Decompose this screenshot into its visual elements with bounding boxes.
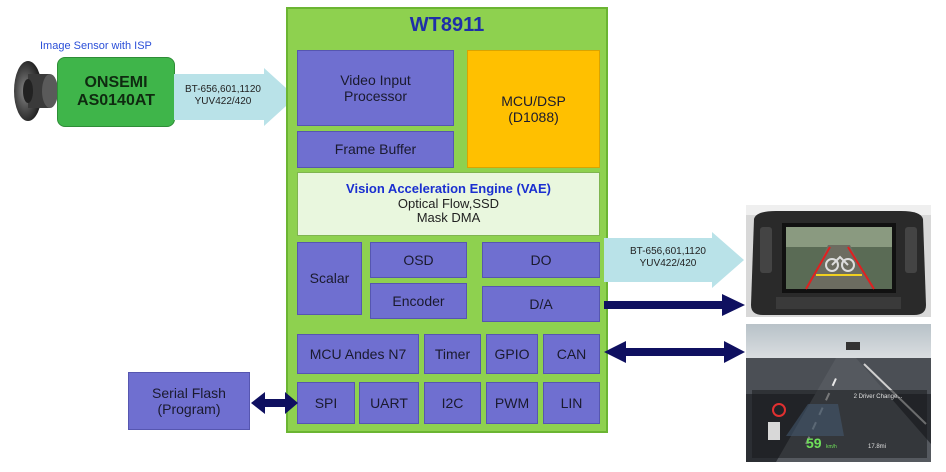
hud-message: 2 Driver Change... bbox=[854, 394, 903, 400]
uart-block: UART bbox=[359, 382, 419, 424]
vae-block: Vision Acceleration Engine (VAE) Optical… bbox=[297, 172, 600, 236]
pwm-block: PWM bbox=[486, 382, 538, 424]
input-link-line2: YUV422/420 bbox=[194, 95, 252, 107]
spi-block: SPI bbox=[297, 382, 355, 424]
do-block: DO bbox=[482, 242, 600, 278]
i2c-block: I2C bbox=[424, 382, 481, 424]
car-display-image bbox=[746, 205, 931, 317]
input-link-arrow bbox=[174, 68, 296, 126]
video-input-processor: Video Input Processor bbox=[297, 50, 454, 126]
hud-distance: 17.8mi bbox=[868, 444, 886, 450]
hud-road-image: 2 Driver Change... 59 km/h 17.8mi bbox=[746, 324, 931, 462]
hud-warning-icon bbox=[772, 403, 786, 417]
gpio-block: GPIO bbox=[486, 334, 538, 374]
can-bus-arrow bbox=[604, 341, 745, 363]
vae-line2: Optical Flow,SSD bbox=[397, 195, 500, 211]
output-link-arrow bbox=[604, 232, 744, 288]
input-link-label: BT-656,601,1120 YUV422/420 bbox=[176, 84, 270, 107]
hud-speed: 59 bbox=[806, 435, 822, 451]
output-link-line2: YUV422/420 bbox=[639, 257, 697, 269]
input-link-line1: BT-656,601,1120 bbox=[185, 84, 261, 95]
da-to-display-arrow bbox=[604, 294, 745, 316]
sensor-caption: Image Sensor with ISP bbox=[40, 40, 152, 52]
vae-line3: Mask DMA bbox=[416, 210, 481, 226]
da-block: D/A bbox=[482, 286, 600, 322]
sensor-name-line1: ONSEMI bbox=[84, 73, 148, 91]
camera-lens-icon bbox=[14, 61, 58, 121]
mcu-andes-block: MCU Andes N7 bbox=[297, 334, 419, 374]
lin-block: LIN bbox=[543, 382, 600, 424]
timer-block: Timer bbox=[424, 334, 481, 374]
sensor-name-line2: AS0140AT bbox=[77, 92, 155, 109]
mcu-dsp-block: MCU/DSP (D1088) bbox=[467, 50, 600, 168]
osd-block: OSD bbox=[370, 242, 467, 278]
hud-speed-unit: km/h bbox=[826, 444, 837, 450]
hud-sign-icon bbox=[768, 422, 780, 440]
encoder-block: Encoder bbox=[370, 283, 467, 319]
mcu-dsp-line1: MCU/DSP bbox=[501, 92, 566, 109]
scalar-block: Scalar bbox=[297, 242, 362, 315]
mcu-dsp-line2: (D1088) bbox=[508, 109, 559, 125]
vip-line1: Video Input bbox=[340, 71, 411, 88]
serial-flash-block: Serial Flash (Program) bbox=[128, 372, 250, 430]
frame-buffer: Frame Buffer bbox=[297, 131, 454, 168]
chip-title: WT8911 bbox=[409, 14, 485, 36]
vip-line2: Processor bbox=[343, 88, 408, 104]
output-link-label: BT-656,601,1120 YUV422/420 bbox=[618, 246, 718, 269]
sensor-chip: ONSEMI AS0140AT bbox=[57, 57, 175, 127]
vae-title: Vision Acceleration Engine (VAE) bbox=[346, 180, 551, 196]
serial-flash-line2: (Program) bbox=[157, 401, 221, 417]
output-link-line1: BT-656,601,1120 bbox=[630, 246, 706, 257]
spi-flash-arrow bbox=[251, 392, 298, 414]
serial-flash-line1: Serial Flash bbox=[152, 384, 226, 401]
can-block: CAN bbox=[543, 334, 600, 374]
